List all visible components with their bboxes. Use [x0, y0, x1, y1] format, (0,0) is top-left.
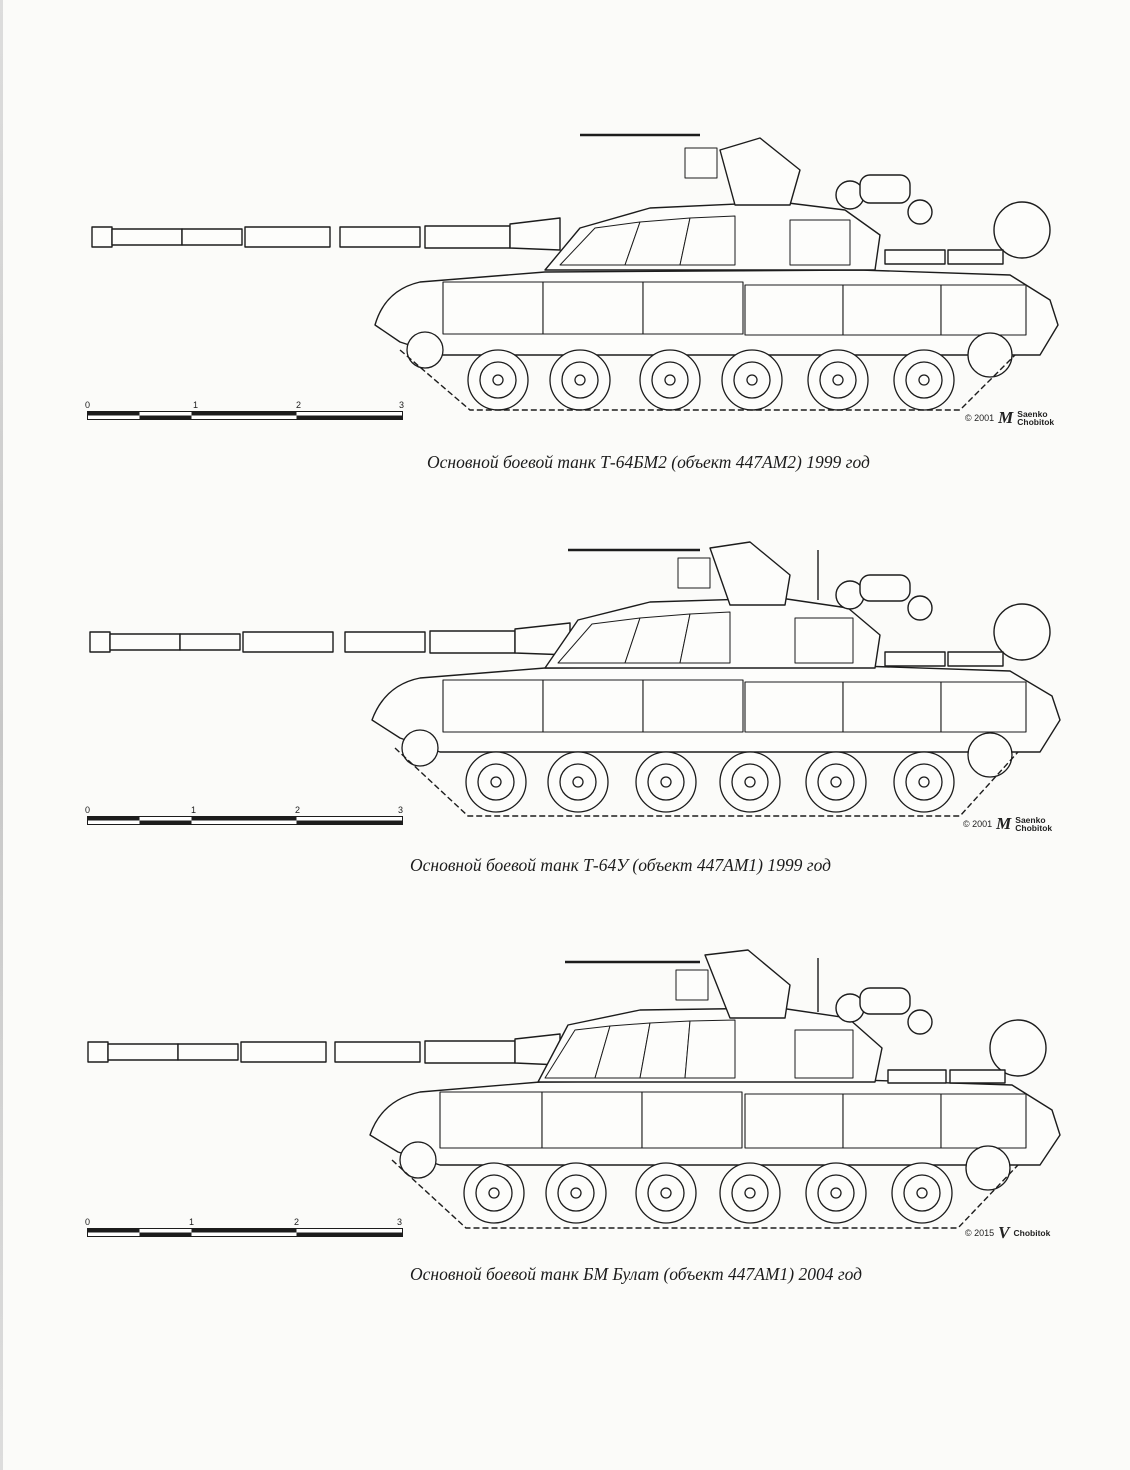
signature-mark: М	[998, 408, 1014, 427]
signature-mark: М	[996, 814, 1012, 833]
side-skirts	[439, 1091, 1027, 1149]
tank-body	[87, 949, 1061, 1166]
track	[391, 1159, 1019, 1229]
scale-tick-3: 3	[397, 1217, 403, 1227]
signature-mark: V	[998, 1223, 1010, 1242]
plate-bm-bulat: 0 1 2 3 © 2015 V Chobitok Основной боево…	[0, 930, 1130, 1410]
copyright-year: © 2015	[965, 1228, 995, 1238]
copyright-credit: © 2001 М Saenko Chobitok	[965, 408, 1055, 427]
author-name: Chobitok	[1013, 1228, 1051, 1238]
tank-body	[89, 541, 1061, 753]
tank-drawing	[91, 133, 1059, 411]
side-skirts	[442, 679, 1027, 733]
scale-tick-0: 0	[85, 400, 91, 410]
scale-tick-2: 2	[295, 805, 301, 815]
searchlight	[993, 603, 1051, 661]
author-name: Saenko	[1017, 409, 1048, 419]
copyright-year: © 2001	[963, 819, 993, 829]
searchlight	[993, 201, 1051, 259]
scale-bar: 0 1 2 3	[85, 1217, 410, 1247]
scale-tick-3: 3	[398, 805, 404, 815]
main-gun	[89, 622, 571, 656]
side-skirts	[442, 281, 1027, 336]
scale-tick-0: 0	[85, 805, 91, 815]
copyright-credit: © 2015 V Chobitok	[965, 1223, 1051, 1242]
author-name: Chobitok	[1015, 823, 1053, 833]
copyright-year: © 2001	[965, 413, 995, 423]
scale-tick-1: 1	[191, 805, 197, 815]
track	[399, 349, 1016, 411]
scale-bar: 0 1 2 3	[85, 805, 410, 835]
copyright-credit: © 2001 М Saenko Chobitok	[963, 814, 1053, 833]
page-edge	[0, 0, 3, 1470]
author-name: Saenko	[1015, 815, 1046, 825]
scale-bar: 0 1 2 3	[85, 400, 410, 430]
author-name: Chobitok	[1017, 417, 1055, 427]
scale-tick-3: 3	[399, 400, 405, 410]
plate-caption: Основной боевой танк Т-64У (объект 447АМ…	[410, 855, 831, 875]
plate-caption: Основной боевой танк Т-64БМ2 (объект 447…	[427, 452, 870, 472]
scale-tick-2: 2	[294, 1217, 300, 1227]
turret-blocks	[557, 557, 854, 664]
turret-blocks	[559, 147, 851, 266]
road-wheels	[401, 729, 1013, 813]
road-wheels	[406, 331, 1013, 411]
track	[394, 747, 1019, 817]
plate-t64u: 0 1 2 3 © 2001 М Saenko Chobitok Основно…	[0, 520, 1130, 1000]
tank-drawing	[89, 541, 1061, 817]
scale-tick-0: 0	[85, 1217, 91, 1227]
searchlight	[989, 1019, 1047, 1077]
scale-tick-2: 2	[296, 400, 302, 410]
plate-t64bm2: 0 1 2 3 © 2001 М Saenko Chobitok Основно…	[0, 110, 1130, 590]
turret-blocks	[544, 969, 854, 1079]
tank-body	[91, 133, 1059, 356]
tank-drawing	[87, 949, 1061, 1229]
main-gun	[91, 217, 561, 251]
road-wheels	[399, 1141, 1011, 1224]
main-gun	[87, 1033, 561, 1066]
scale-tick-1: 1	[193, 400, 199, 410]
scale-tick-1: 1	[189, 1217, 195, 1227]
plate-caption: Основной боевой танк БМ Булат (объект 44…	[410, 1264, 863, 1284]
